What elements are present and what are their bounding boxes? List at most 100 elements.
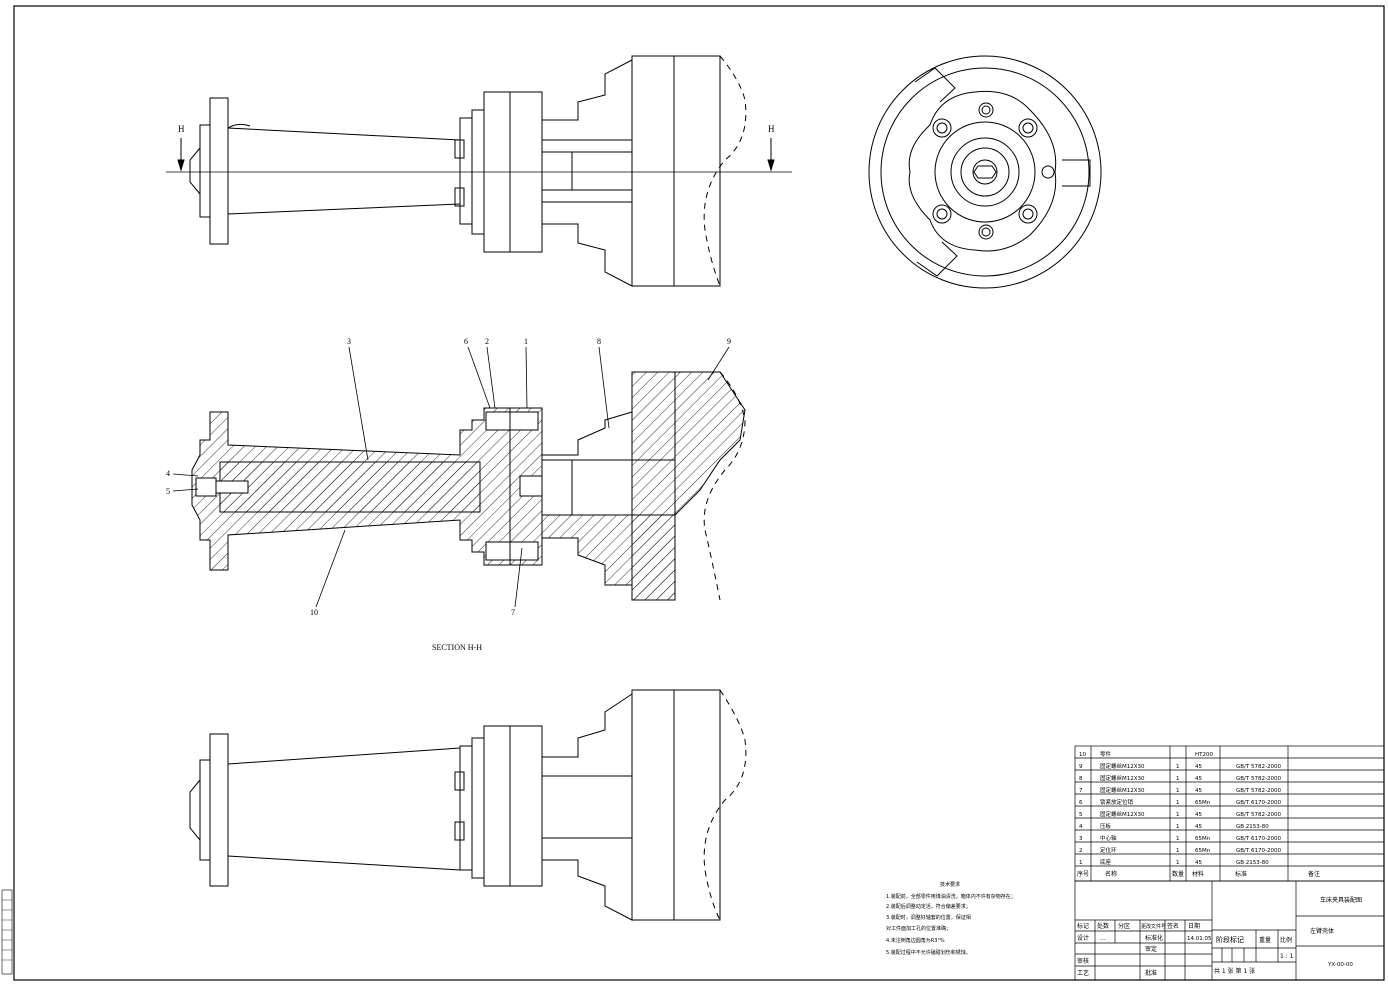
tech-notes-title: 技术要求	[940, 881, 960, 888]
parts-cell-name: 锁紧放定位销	[1100, 798, 1134, 806]
leader-lines	[172, 346, 730, 608]
parts-cell-std: GB/T 5782-2000	[1236, 788, 1281, 794]
parts-cell-name: 定位环	[1100, 846, 1117, 854]
tb-design: 设计	[1077, 934, 1089, 942]
parts-cell-no: 4	[1079, 824, 1083, 830]
top-view	[166, 55, 792, 287]
parts-list	[1074, 745, 1385, 882]
parts-cell-std: GB/T 5782-2000	[1236, 776, 1281, 782]
balloon-2: 2	[485, 337, 489, 346]
parts-cell-qty: 1	[1176, 812, 1180, 818]
header-note: 备注	[1308, 870, 1320, 878]
tb-mark: 标记	[1077, 922, 1089, 930]
header-no: 序号	[1077, 870, 1089, 878]
tb-sheets: 共 1 张 第 1 张	[1214, 967, 1255, 975]
tb-zone: 分区	[1118, 922, 1130, 930]
balloon-8: 8	[597, 337, 601, 346]
parts-cell-material: 45	[1195, 824, 1202, 830]
parts-cell-name: 零件	[1100, 750, 1112, 758]
tb-ratio: 比例	[1280, 936, 1292, 944]
parts-list-header: 序号 名称 数量 材料 标准 备注	[1077, 870, 1320, 878]
balloon-5: 5	[166, 487, 170, 496]
tb-dots: ...	[1100, 935, 1106, 942]
tech-note-line: 4.未注倒角边圆角为R3°%	[886, 937, 945, 944]
balloon-10: 10	[310, 608, 318, 617]
tech-note-line: 2.装配后调整动定活，符合偏差要求；	[886, 903, 971, 910]
parts-cell-no: 7	[1079, 788, 1083, 794]
section-label: SECTION H-H	[432, 643, 482, 652]
title-block	[1074, 880, 1385, 981]
parts-cell-no: 8	[1079, 776, 1083, 782]
parts-cell-qty: 1	[1176, 776, 1180, 782]
parts-cell-name: 固定螺丝M12X30	[1100, 774, 1145, 782]
balloon-labels: 1 2 3 4 5 6 7 8 9 10	[166, 337, 731, 617]
cut-label-left: H	[178, 124, 185, 134]
tb-check: 审定	[1145, 945, 1157, 953]
sheet-border	[13, 5, 1385, 981]
margin-strip	[1, 889, 13, 975]
parts-cell-no: 6	[1079, 800, 1083, 806]
parts-cell-no: 10	[1079, 752, 1086, 758]
parts-cell-std: GB/T 5782-2000	[1236, 812, 1281, 818]
title-block-text: 标记 处数 分区 更改文件号 签名 日期 设计 ... 标准化 14.01.05…	[1077, 896, 1362, 977]
tb-scale: 1 : 1	[1280, 953, 1294, 960]
parts-cell-material: 65Mn	[1195, 800, 1211, 806]
tb-standardize: 标准化	[1145, 934, 1163, 942]
parts-cell-material: 65Mn	[1195, 836, 1211, 842]
tech-note-line: 3.装配时，调整好轴套的位置，保证相	[886, 914, 971, 921]
balloon-7: 7	[511, 608, 515, 617]
tb-review: 审核	[1077, 957, 1089, 965]
tech-note-line: 1.装配前，全部零件用煤油清洗，箱体内不许有杂物存在；	[886, 893, 1016, 900]
balloon-1: 1	[524, 337, 528, 346]
parts-cell-no: 2	[1079, 848, 1083, 854]
parts-cell-name: 中心轴	[1100, 834, 1117, 842]
tb-sign: 签名	[1167, 922, 1179, 930]
header-material: 材料	[1192, 870, 1204, 878]
tech-note-line: 5.装配过程中不允许磕碰划伤和锈蚀。	[886, 949, 971, 956]
parts-cell-std: GB/T 6170-2000	[1236, 800, 1281, 806]
tb-drawing-no: YX-00-00	[1327, 962, 1353, 968]
tb-count: 处数	[1097, 922, 1109, 930]
header-std: 标准	[1235, 870, 1247, 878]
parts-cell-no: 1	[1079, 860, 1083, 866]
parts-cell-no: 3	[1079, 836, 1083, 842]
tb-process: 工艺	[1077, 969, 1089, 977]
parts-cell-no: 5	[1079, 812, 1083, 818]
end-view	[868, 55, 1102, 289]
tb-part-title: 左臂壳体	[1310, 927, 1334, 935]
tb-doc: 更改文件号	[1141, 923, 1166, 930]
parts-cell-qty: 1	[1176, 860, 1180, 866]
parts-cell-name: 固定螺丝M12X30	[1100, 762, 1145, 770]
parts-cell-name: 底座	[1100, 858, 1112, 866]
parts-cell-name: 固定螺丝M12X30	[1100, 810, 1145, 818]
parts-cell-qty: 1	[1176, 800, 1180, 806]
parts-cell-material: 45	[1195, 788, 1202, 794]
section-view	[191, 371, 746, 601]
tb-date: 日期	[1188, 922, 1200, 930]
tb-weight: 重量	[1259, 936, 1271, 944]
parts-cell-material: 45	[1195, 764, 1202, 770]
balloon-6: 6	[464, 337, 468, 346]
header-name: 名称	[1105, 870, 1117, 878]
tech-notes: 技术要求 1.装配前，全部零件用煤油清洗，箱体内不许有杂物存在； 2.装配后调整…	[886, 881, 1016, 956]
parts-cell-std: GB/T 6170-2000	[1236, 848, 1281, 854]
parts-cell-std: GB 2153-80	[1236, 860, 1269, 866]
balloon-3: 3	[347, 337, 351, 346]
parts-cell-material: 65Mn	[1195, 848, 1211, 854]
tb-approve: 批准	[1145, 969, 1157, 977]
tech-note-line: 对工件面加工孔的位置准确；	[886, 925, 951, 932]
parts-cell-qty: 1	[1176, 836, 1180, 842]
tb-stage: 阶段标记	[1216, 935, 1244, 944]
cut-label-right: H	[768, 124, 775, 134]
balloon-4: 4	[166, 469, 170, 478]
parts-cell-qty: 1	[1176, 824, 1180, 830]
header-qty: 数量	[1172, 870, 1184, 878]
parts-cell-material: 45	[1195, 776, 1202, 782]
parts-cell-name: 压板	[1100, 822, 1112, 830]
parts-cell-material: 45	[1195, 860, 1202, 866]
parts-cell-material: 45	[1195, 812, 1202, 818]
parts-cell-qty: 1	[1176, 848, 1180, 854]
parts-cell-qty: 1	[1176, 764, 1180, 770]
